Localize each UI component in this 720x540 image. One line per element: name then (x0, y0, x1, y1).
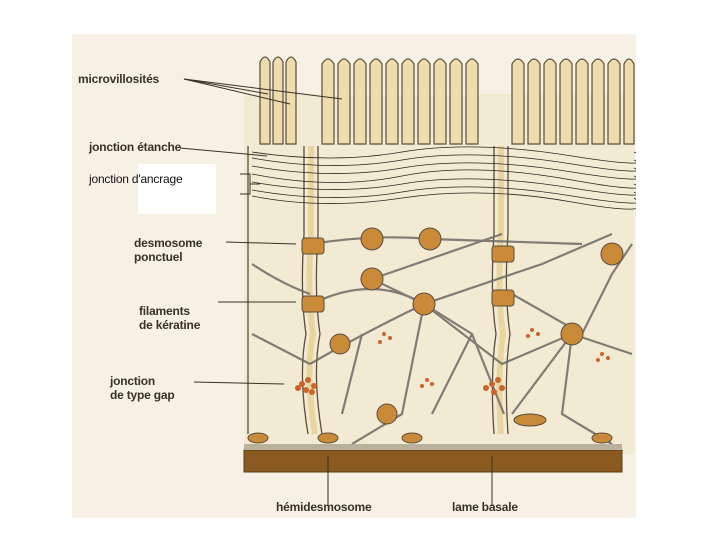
hemidesmosomes (247, 413, 613, 444)
label-jonction-etanche: jonction étanche (89, 140, 182, 154)
label-desmosome-line2: ponctuel (134, 250, 183, 264)
basal-lamina (243, 449, 623, 473)
label-gap: jonction de type gap (110, 374, 175, 402)
label-hemidesmosome: hémidesmosome (276, 500, 372, 514)
spot-desmosomes (301, 227, 624, 425)
label-jonction-ancrage: jonction d'ancrage (89, 172, 183, 186)
label-lame-basale: lame basale (452, 500, 518, 514)
label-filaments: filaments de kératine (139, 304, 200, 332)
label-filaments-line2: de kératine (139, 318, 201, 332)
label-gap-line2: de type gap (110, 388, 175, 402)
leader-lines (179, 78, 493, 506)
label-gap-line1: jonction (110, 374, 156, 388)
label-desmosome-line1: desmosome (134, 236, 203, 250)
label-backdrop (138, 164, 216, 214)
label-desmosome: desmosome ponctuel (134, 236, 202, 264)
microvilli (259, 56, 635, 145)
epithelium-diagram (72, 34, 636, 518)
label-filaments-line1: filaments (139, 304, 190, 318)
gap-junction-clusters (295, 328, 610, 395)
epithelium-illustration (179, 56, 636, 506)
label-microvillosites: microvillosités (78, 72, 160, 86)
terminal-web (251, 146, 636, 210)
